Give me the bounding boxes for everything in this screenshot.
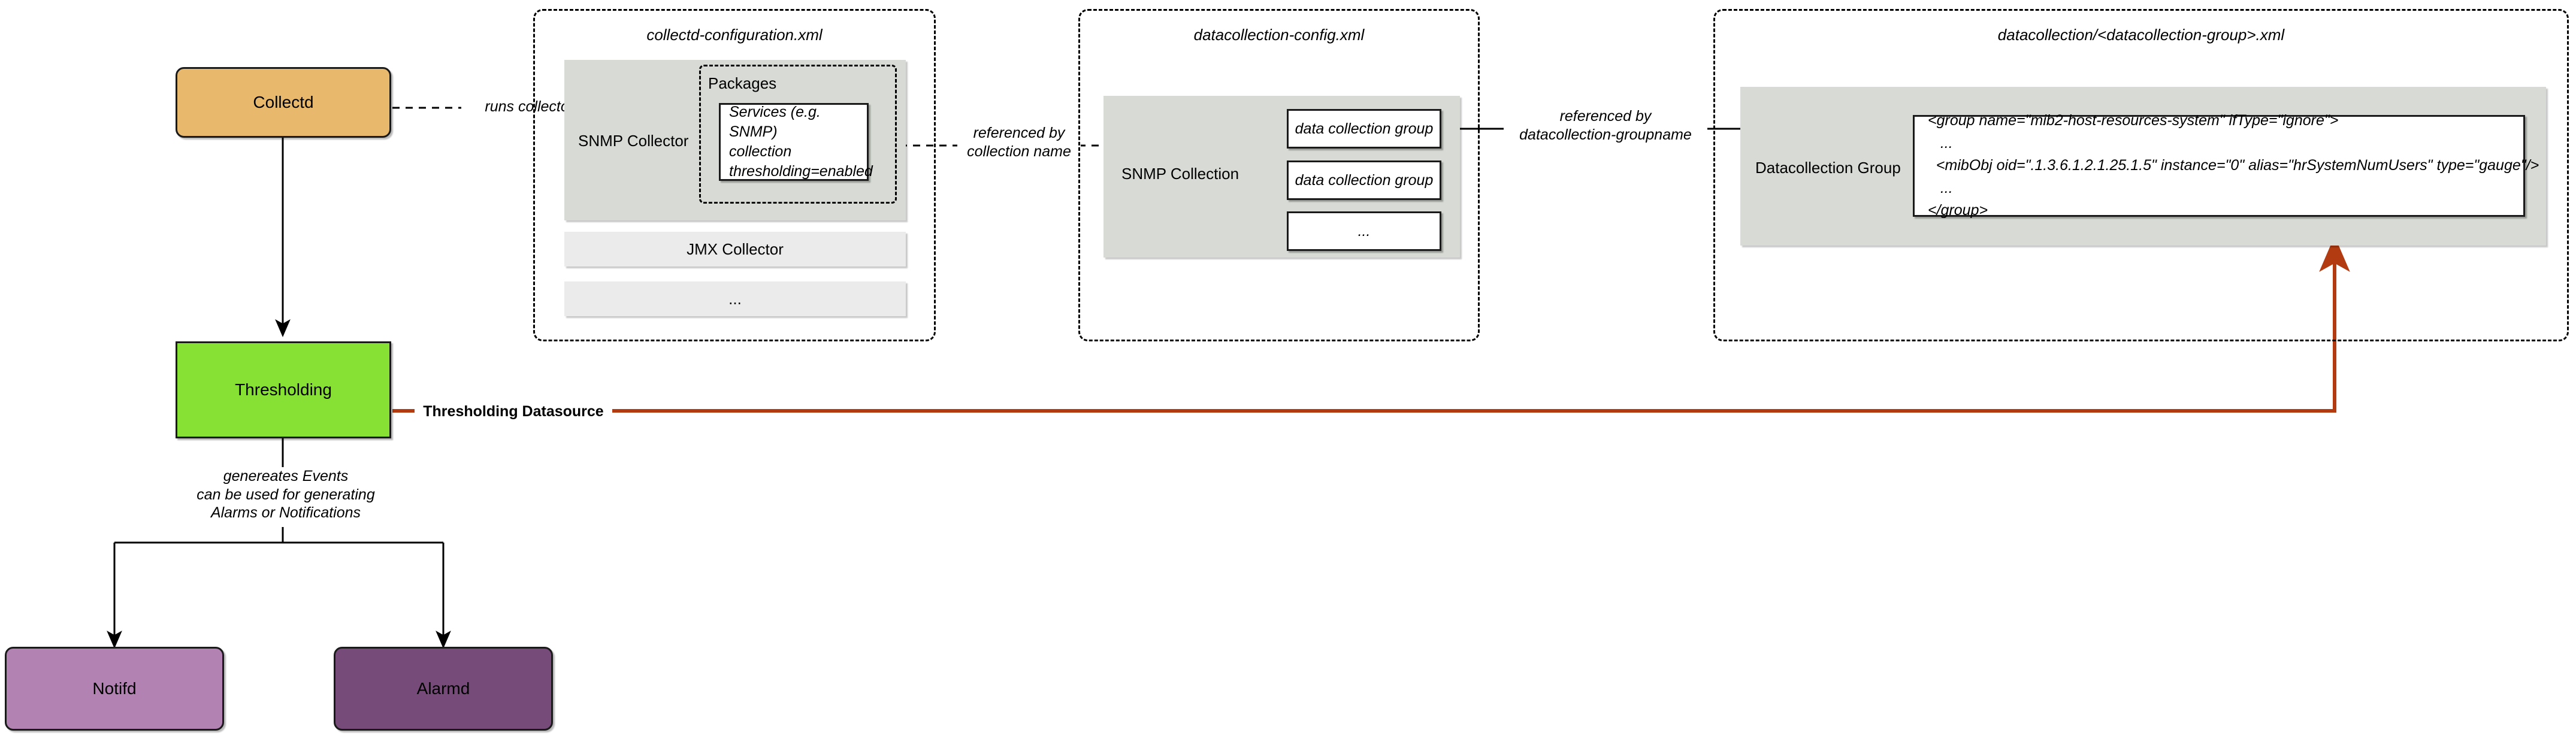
box-data-collection-group-3[interactable]: ...	[1287, 211, 1441, 251]
box-data-collection-group-2-label: data collection group	[1295, 171, 1434, 189]
edge-label-referenced-by-groupname: referenced by datacollection-groupname	[1504, 107, 1707, 144]
node-collectd[interactable]: Collectd	[176, 67, 391, 138]
panel-snmp-collector-label: SNMP Collector	[578, 132, 689, 150]
node-alarmd-label: Alarmd	[416, 679, 470, 698]
edge-label-thresholding-datasource: Thresholding Datasource	[415, 402, 612, 421]
box-data-collection-group-3-label: ...	[1357, 222, 1371, 240]
panel-datacollection-group-label: Datacollection Group	[1755, 159, 1901, 177]
subgroup-packages-label: Packages	[708, 74, 777, 92]
box-data-collection-group-2[interactable]: data collection group	[1287, 160, 1441, 200]
edge-label-referenced-by-collection-name: referenced by collection name	[957, 124, 1081, 160]
node-notifd[interactable]: Notifd	[5, 647, 224, 731]
box-data-collection-group-1[interactable]: data collection group	[1287, 109, 1441, 149]
container-datacollection-config-xml: datacollection-config.xml	[1078, 9, 1480, 341]
container-collectd-configuration-title: collectd-configuration.xml	[646, 26, 823, 44]
container-datacollection-config-title: datacollection-config.xml	[1193, 26, 1365, 44]
bar-jmx-collector-label: JMX Collector	[687, 240, 784, 258]
box-datacollection-group-code[interactable]: <group name="mib2-host-resources-system"…	[1913, 112, 2539, 219]
container-datacollection-group-title: datacollection/<datacollection-group>.xm…	[1997, 26, 2285, 44]
node-alarmd[interactable]: Alarmd	[334, 647, 553, 731]
node-notifd-label: Notifd	[92, 679, 137, 698]
bar-collector-ellipsis-label: ...	[728, 289, 742, 308]
node-thresholding[interactable]: Thresholding	[176, 341, 391, 438]
container-datacollection-group-xml: datacollection/<datacollection-group>.xm…	[1713, 9, 2569, 341]
box-data-collection-group-1-label: data collection group	[1295, 120, 1434, 137]
panel-snmp-collection-label: SNMP Collection	[1121, 165, 1239, 183]
box-services-collection-text: Services (e.g. SNMP) collection threshol…	[729, 104, 873, 180]
node-thresholding-label: Thresholding	[235, 380, 332, 399]
bar-jmx-collector[interactable]: JMX Collector	[564, 232, 906, 266]
node-collectd-label: Collectd	[253, 93, 314, 111]
container-collectd-configuration-xml: collectd-configuration.xml	[533, 9, 936, 341]
subgroup-packages[interactable]	[699, 65, 897, 204]
bar-collector-ellipsis[interactable]: ...	[564, 281, 906, 316]
edge-label-generates-events: genereates Events can be used for genera…	[187, 467, 385, 522]
box-services-collection[interactable]: Services (e.g. SNMP) collection threshol…	[719, 103, 873, 181]
box-datacollection-group-code-text: <group name="mib2-host-resources-system"…	[1928, 112, 2539, 219]
